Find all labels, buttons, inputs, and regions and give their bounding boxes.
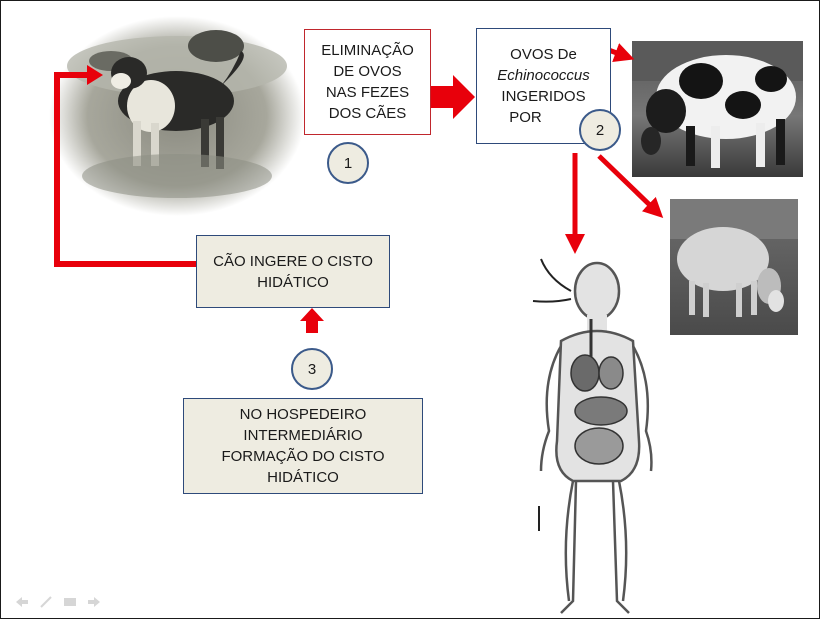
step-3-label: 3 [308, 361, 316, 378]
elimination-line-1: ELIMINAÇÃO [305, 40, 430, 61]
intermediate-line-4: HIDÁTICO [184, 467, 422, 488]
elimination-line-2: DE OVOS [305, 61, 430, 82]
menu-icon[interactable] [63, 595, 77, 607]
slideshow-nav [15, 595, 101, 607]
dog-ingests-line-1: CÃO INGERE O CISTO [197, 251, 389, 272]
elimination-line-3: NAS FEZES [305, 82, 430, 103]
step-1-label: 1 [344, 155, 352, 172]
step-1-circle: 1 [327, 142, 369, 184]
human-anatomy-illustration [533, 259, 651, 613]
intermediate-line-2: INTERMEDIÁRIO [184, 425, 422, 446]
eggs-line-3: INGERIDOS [477, 86, 610, 107]
elimination-line-4: DOS CÃES [305, 103, 430, 124]
step-3-circle: 3 [291, 348, 333, 390]
box-dog-ingests-cyst: CÃO INGERE O CISTO HIDÁTICO [196, 235, 390, 308]
eggs-line-2: Echinococcus [477, 65, 610, 86]
arrow-up [300, 308, 324, 333]
next-arrow-icon[interactable] [87, 595, 101, 607]
dog-ingests-line-2: HIDÁTICO [197, 272, 389, 293]
step-2-circle: 2 [579, 109, 621, 151]
box-intermediate-host: NO HOSPEDEIRO INTERMEDIÁRIO FORMAÇÃO DO … [183, 398, 423, 494]
intermediate-line-1: NO HOSPEDEIRO [184, 404, 422, 425]
step-2-label: 2 [596, 122, 604, 139]
dog-photo [49, 16, 305, 216]
eggs-line-1: OVOS De [477, 44, 610, 65]
box-elimination: ELIMINAÇÃO DE OVOS NAS FEZES DOS CÃES [304, 29, 431, 135]
prev-arrow-icon[interactable] [15, 595, 29, 607]
intermediate-line-3: FORMAÇÃO DO CISTO [184, 446, 422, 467]
cow-photo [632, 41, 803, 177]
pen-icon[interactable] [39, 595, 53, 607]
sheep-photo [670, 199, 798, 335]
